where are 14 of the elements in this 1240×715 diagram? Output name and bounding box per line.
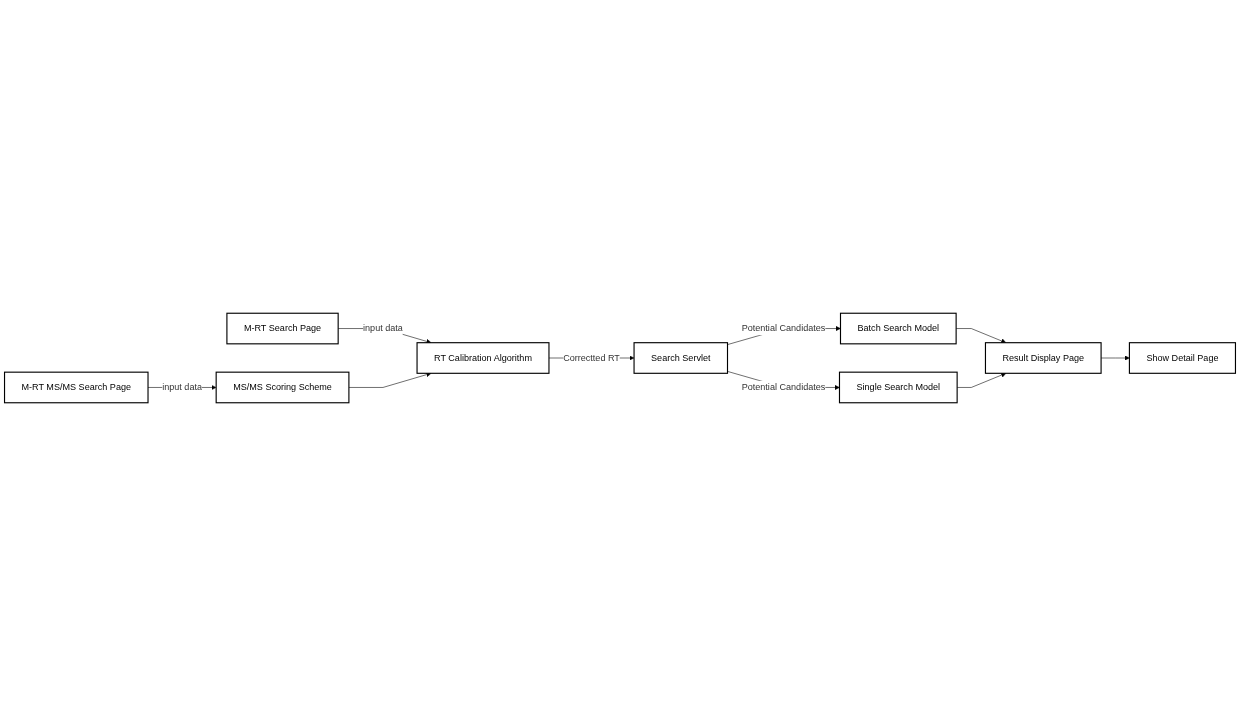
edge-label: Potential Candidates bbox=[741, 322, 826, 333]
edge-label: Potential Candidates bbox=[741, 381, 826, 392]
node-box: Show Detail Page bbox=[1128, 341, 1237, 374]
node-box: Result Display Page bbox=[984, 341, 1102, 374]
node-box: M-RT Search Page bbox=[226, 312, 339, 344]
node-box: Batch Search Model bbox=[839, 312, 957, 344]
node-box: M-RT MS/MS Search Page bbox=[3, 371, 149, 403]
node-box: RT Calibration Algorithm bbox=[416, 341, 550, 374]
edge-label: input data bbox=[363, 322, 403, 333]
node-box: MS/MS Scoring Scheme bbox=[215, 371, 350, 403]
node-box: Search Servlet bbox=[633, 341, 729, 374]
edge-label: Correctted RT bbox=[563, 352, 620, 363]
edge-label: input data bbox=[162, 381, 202, 392]
node-box: Single Search Model bbox=[838, 371, 958, 403]
